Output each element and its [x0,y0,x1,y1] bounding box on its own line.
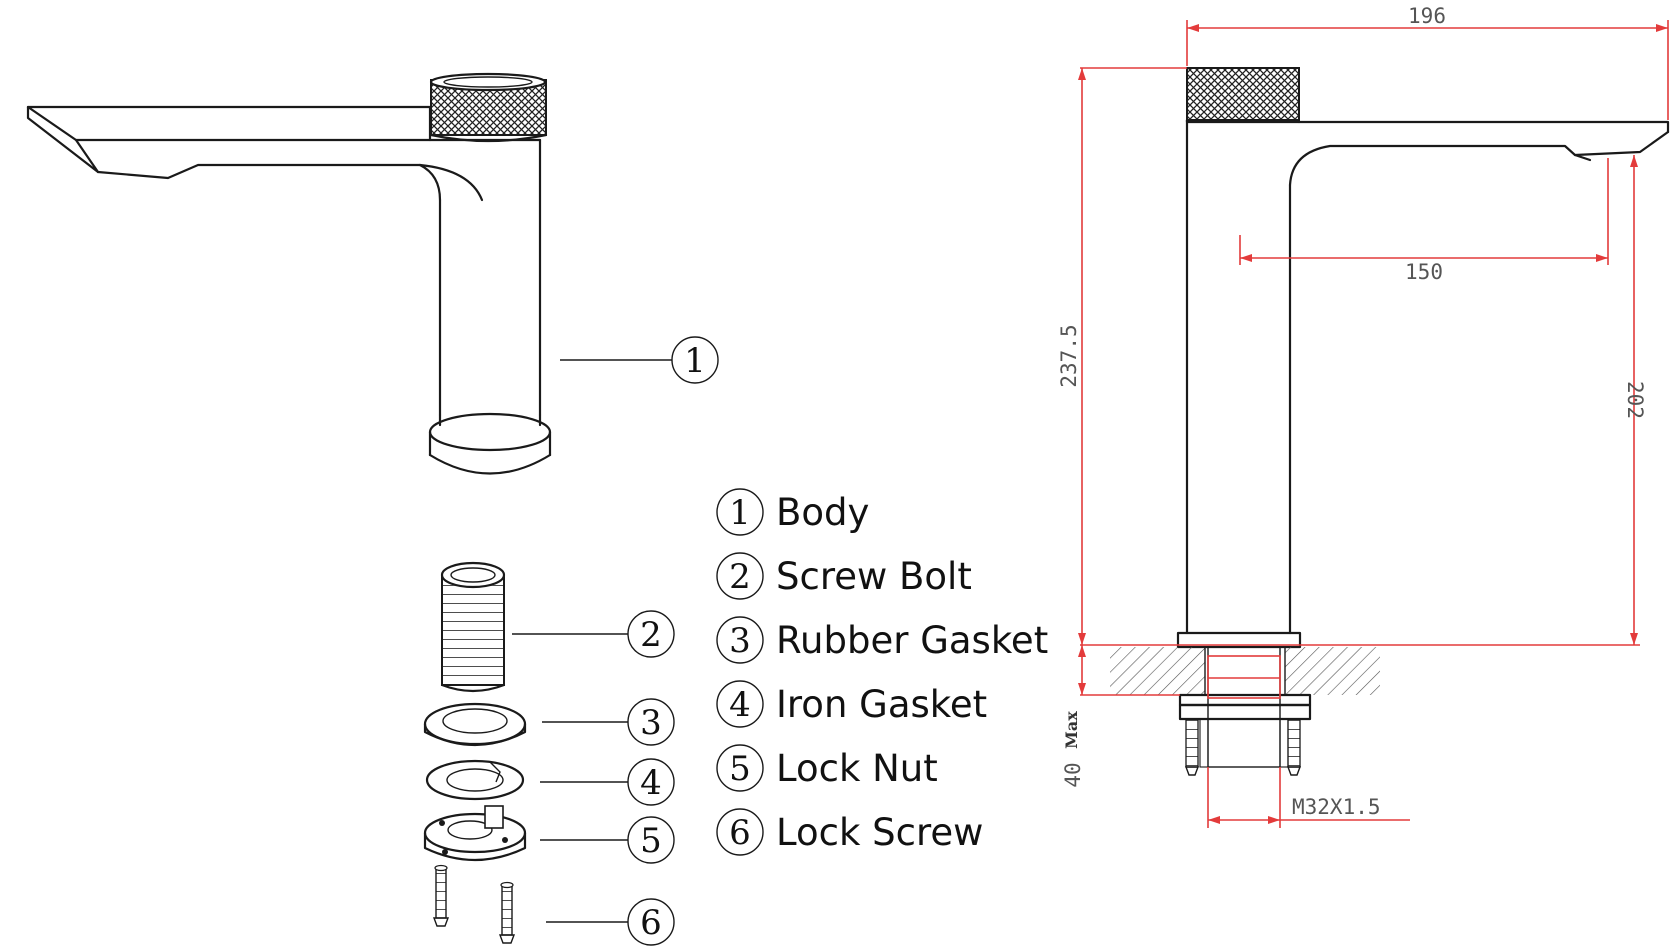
callout-3: 3 [542,698,675,746]
rubber-gasket-drawing [423,702,527,746]
svg-text:5: 5 [729,749,751,789]
dim-spout-height: 202 [1623,381,1647,419]
dim-overall-height: 237.5 [1057,324,1081,387]
callout-5: 5 [540,816,675,864]
dim-spout-reach: 150 [1405,260,1443,284]
svg-text:Rubber Gasket: Rubber Gasket [776,619,1048,662]
callout-1-number: 1 [684,341,706,381]
callout-6: 6 [546,898,675,946]
callout-1: 1 [560,336,719,384]
svg-text:3: 3 [729,621,751,661]
legend-item-screw-bolt: 2 Screw Bolt [716,552,972,600]
legend-item-iron-gasket: 4 Iron Gasket [716,680,987,728]
svg-text:2: 2 [729,557,751,597]
svg-text:Lock Nut: Lock Nut [776,747,938,790]
svg-text:6: 6 [729,813,751,853]
iron-gasket-drawing [425,759,525,801]
svg-text:Body: Body [776,491,869,534]
svg-text:Lock Screw: Lock Screw [776,811,983,854]
screw-bolt-drawing [440,561,506,693]
legend-item-body: 1 Body [716,488,869,536]
legend-item-rubber-gasket: 3 Rubber Gasket [716,616,1048,664]
parts-legend: 1 Body 2 Screw Bolt 3 Rubber Gasket 4 Ir… [716,488,1048,856]
dim-thread: M32X1.5 [1292,795,1381,819]
dim-max-label: Max [1062,711,1081,749]
lock-nut-drawing [423,805,527,862]
callout-4: 4 [540,758,675,806]
svg-text:Screw Bolt: Screw Bolt [776,555,972,598]
svg-text:Iron Gasket: Iron Gasket [776,683,987,726]
svg-text:5: 5 [640,821,662,861]
svg-text:4: 4 [640,763,662,803]
dimension-lines: 196 150 237.5 202 40 Max M32X1.5 [1057,4,1669,828]
svg-text:1: 1 [729,493,751,533]
svg-text:3: 3 [640,703,662,743]
callout-2: 2 [512,610,675,658]
svg-text:4: 4 [729,685,751,725]
svg-text:6: 6 [640,903,662,943]
legend-item-lock-screw: 6 Lock Screw [716,808,983,856]
side-elevation-drawing [1110,67,1670,776]
dim-deck-thickness: 40 [1061,762,1085,787]
faucet-body-drawing [26,72,552,475]
dim-overall-width: 196 [1408,4,1446,28]
legend-item-lock-nut: 5 Lock Nut [716,744,938,792]
lock-screws-drawing [432,864,516,944]
svg-text:2: 2 [640,615,662,655]
